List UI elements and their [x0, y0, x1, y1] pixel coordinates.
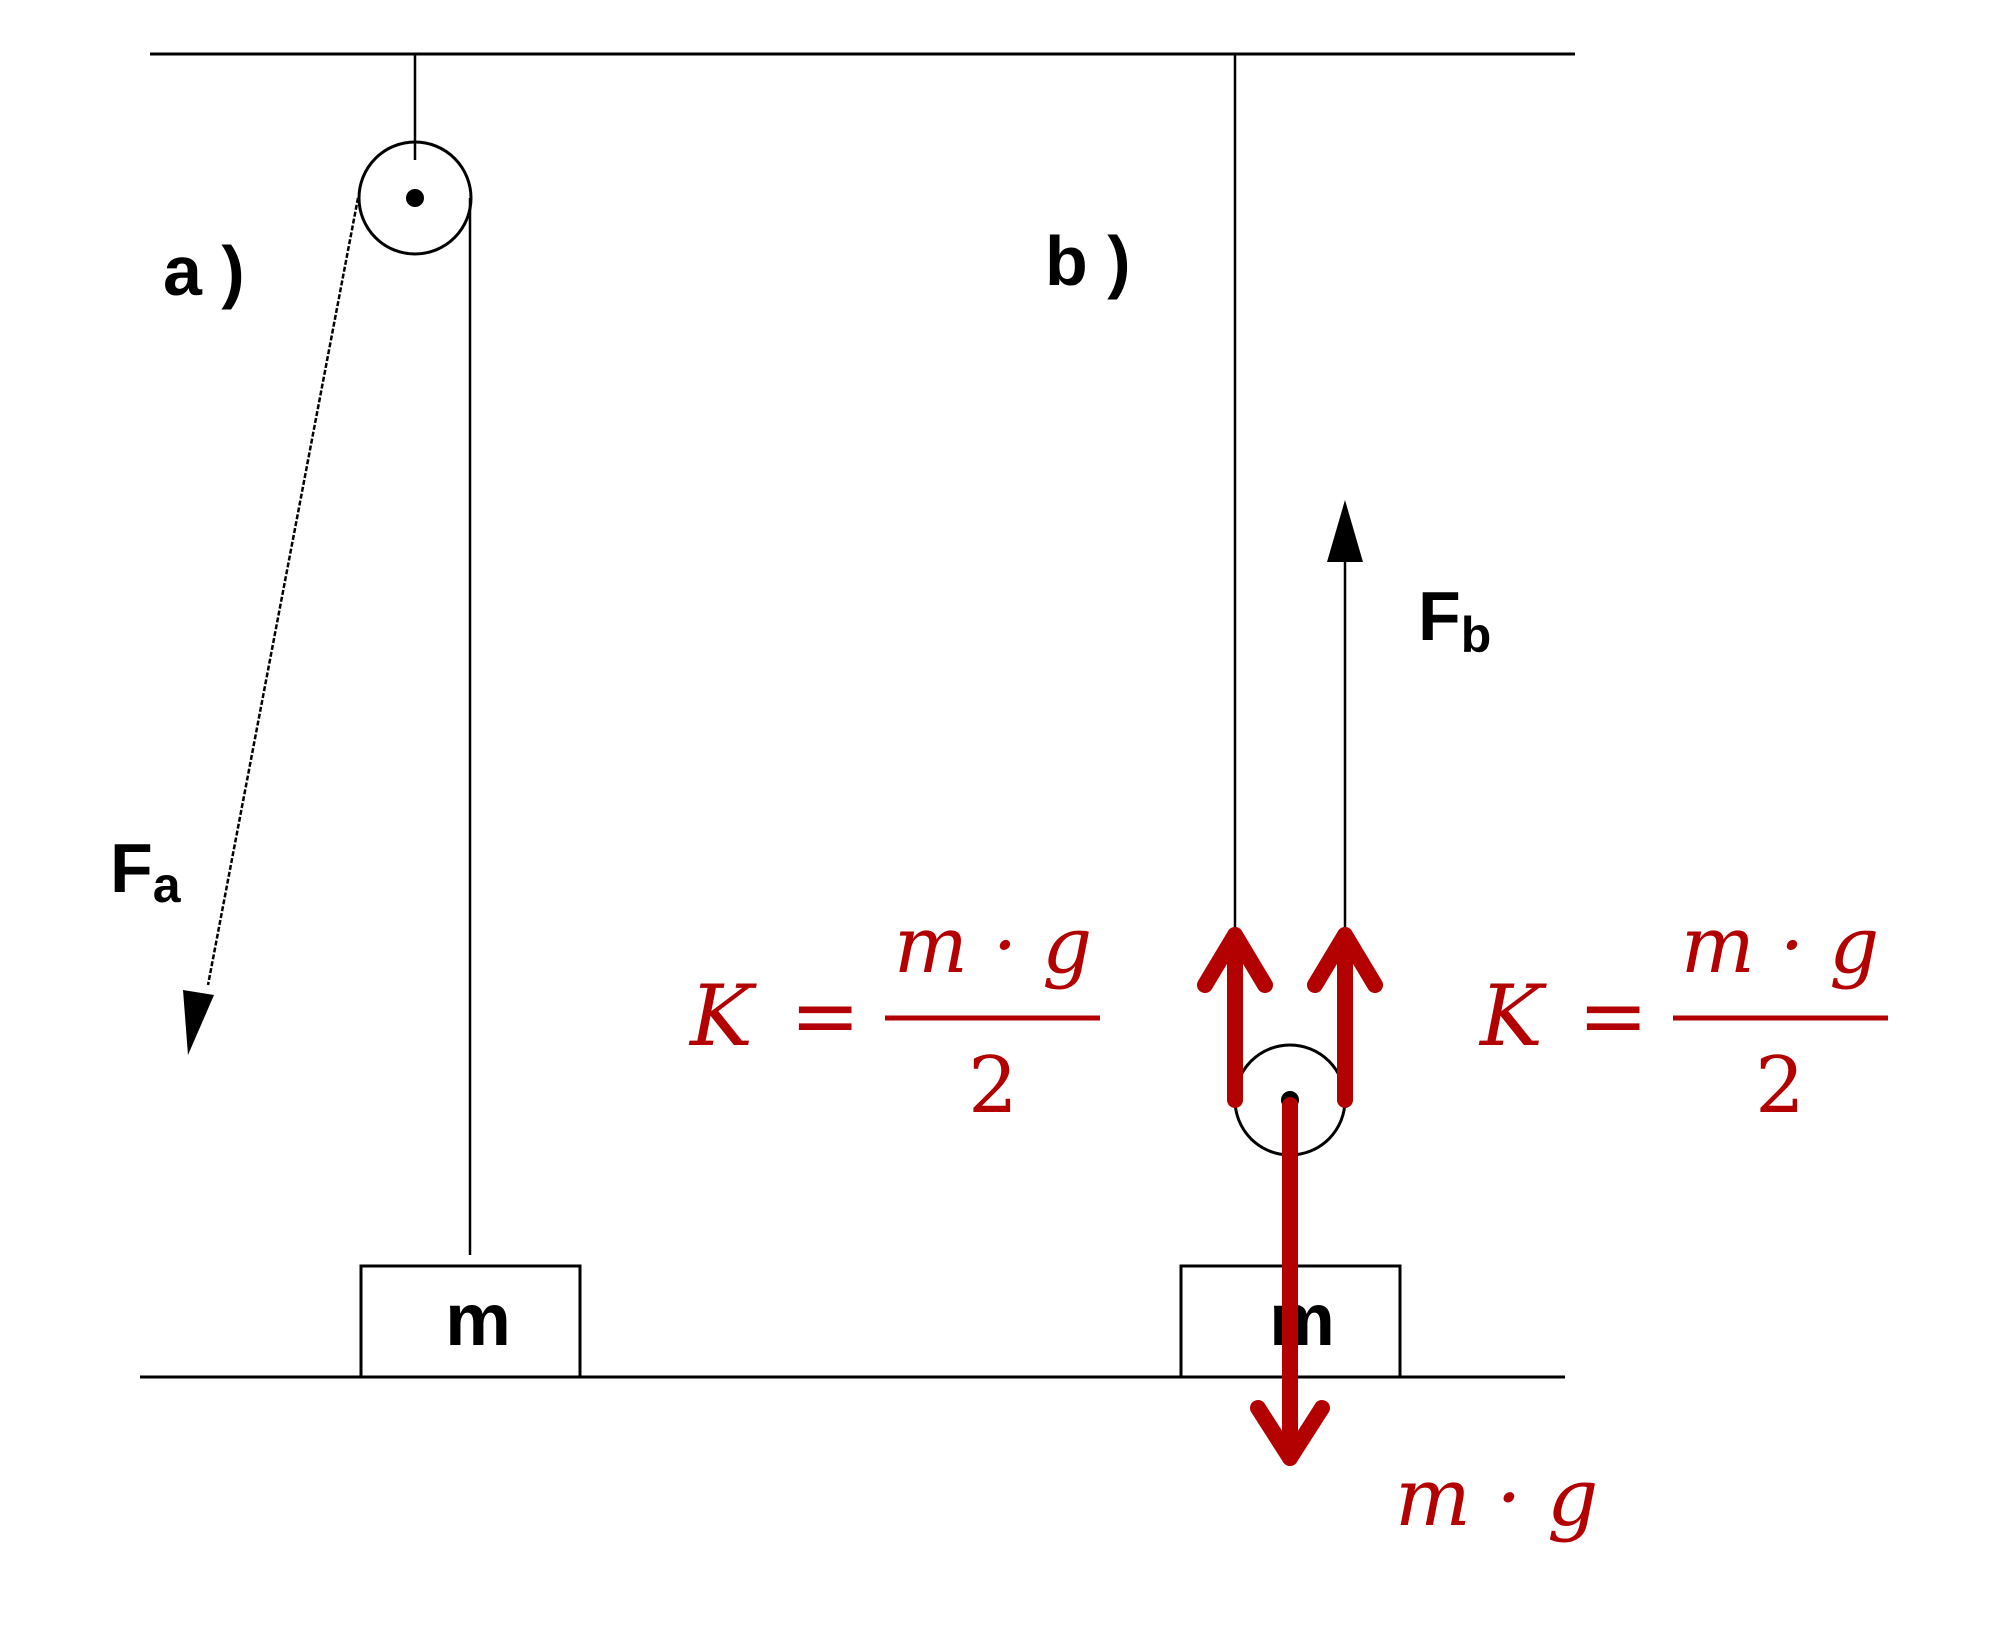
force-a-label: Fa [110, 829, 182, 913]
force-b-main: F [1418, 577, 1461, 655]
weight-arrow [1250, 1097, 1330, 1466]
part-b-label: b ) [1045, 222, 1131, 300]
formula-left-lhs: K [688, 967, 757, 1065]
force-a-main: F [110, 829, 153, 907]
formula-left-denominator: 2 [968, 1041, 1018, 1131]
mass-b-label: m [1269, 1278, 1335, 1361]
tension-arrow-right [1307, 927, 1383, 1108]
tension-formula-right: K = m · g 2 [1478, 901, 1888, 1131]
rope-a-pull [206, 197, 360, 986]
mass-a-label: m [445, 1278, 511, 1361]
tension-formula-left: K = m · g 2 [688, 901, 1100, 1131]
force-a-arrowhead [183, 990, 214, 1055]
weight-label: m · g [1395, 1451, 1598, 1544]
force-b-arrowhead [1327, 500, 1363, 562]
force-b-label: Fb [1418, 577, 1491, 663]
formula-right-numerator: m · g [1681, 901, 1879, 991]
tension-arrow-left [1197, 927, 1273, 1108]
formula-right-lhs: K [1478, 967, 1547, 1065]
mass-a-block [359, 1264, 582, 1379]
formula-left-numerator: m · g [894, 901, 1092, 991]
force-a-sub: a [153, 857, 182, 913]
force-b-sub: b [1461, 607, 1492, 663]
part-a-label: a ) [163, 232, 245, 310]
pulley-a-axle [406, 189, 424, 207]
formula-right-denominator: 2 [1755, 1041, 1805, 1131]
formula-left-eq: = [790, 967, 860, 1065]
formula-right-eq: = [1578, 967, 1648, 1065]
